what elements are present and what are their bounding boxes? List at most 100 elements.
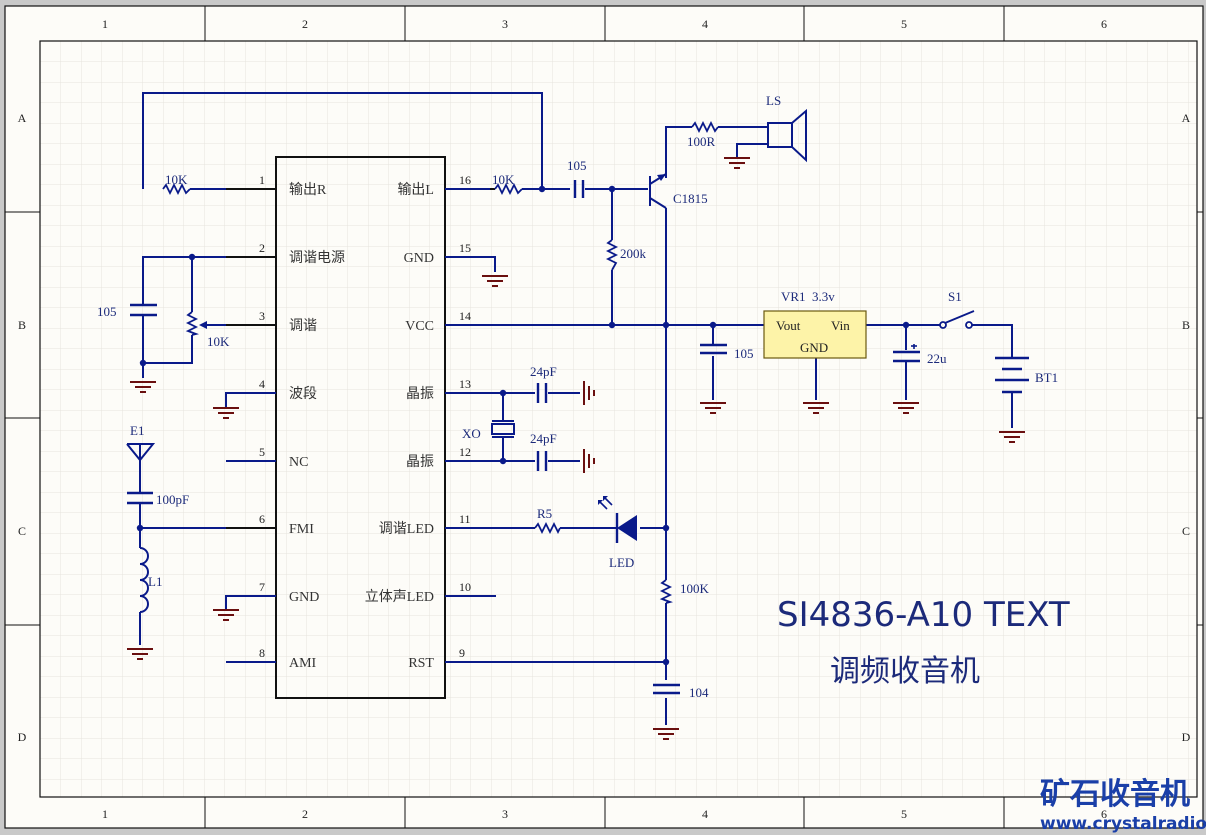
ic-pin-number: 2 — [259, 241, 265, 255]
label-r-reset: 100K — [680, 581, 710, 596]
ic-pin-name: 晶振 — [406, 454, 434, 470]
resistor-r-out-l — [494, 182, 523, 196]
ground-icon — [999, 431, 1025, 443]
zone-column-label: 4 — [702, 807, 708, 821]
ic-pin-number: 11 — [459, 512, 471, 526]
led-diode-icon — [598, 496, 637, 543]
ic-pin-name: 调谐 — [289, 318, 317, 334]
zone-row-label: A — [18, 111, 27, 125]
resistor-r-speaker — [691, 120, 719, 134]
ground-icon — [127, 648, 153, 660]
zone-row-label: D — [1182, 730, 1191, 744]
ic-pin-name: NC — [289, 455, 308, 470]
label-transistor: C1815 — [673, 191, 708, 206]
zone-column-label: 6 — [1101, 17, 1107, 31]
label-c-xtal1: 24pF — [530, 364, 557, 379]
label-r-out-l: 10K — [492, 172, 515, 187]
watermark-url: www.crystalradio.cn — [1040, 814, 1206, 834]
capacitors — [127, 180, 920, 695]
ground-icon — [653, 728, 679, 740]
zone-row-label: C — [18, 524, 26, 538]
label-c-ant: 100pF — [156, 492, 189, 507]
label-regulator: VR1 3.3v — [781, 289, 835, 304]
wires — [139, 92, 1013, 725]
label-crystal: XO — [462, 426, 481, 441]
zone-column-label: 5 — [901, 807, 907, 821]
ic-pin-name: 调谐电源 — [289, 250, 345, 266]
ic-pin-name: AMI — [289, 656, 317, 671]
ic-pin-name: FMI — [289, 522, 314, 537]
label-reg-gnd: GND — [800, 340, 828, 355]
label-reg-vin: Vin — [831, 318, 850, 333]
ic-pin-name: 立体声LED — [365, 589, 434, 605]
ic-pin-number: 12 — [459, 445, 471, 459]
zone-column-label: 3 — [502, 17, 508, 31]
zone-column-label: 2 — [302, 17, 308, 31]
ic-pin-name: GND — [289, 590, 319, 605]
zone-column-label: 1 — [102, 17, 108, 31]
zone-column-label: 5 — [901, 17, 907, 31]
ic-pin-name: 波段 — [289, 386, 317, 402]
regulator-vr1[interactable] — [763, 310, 867, 359]
label-r-bias: 200k — [620, 246, 647, 261]
ic-pin-number: 7 — [259, 580, 265, 594]
battery-bt1 — [995, 356, 1029, 394]
zone-dividers — [5, 6, 1203, 828]
ic-pin-name: 输出L — [397, 182, 434, 198]
ground-icon — [130, 381, 156, 393]
zone-column-label: 2 — [302, 807, 308, 821]
component-labels: 10K 10K 105 200k C1815 100R LS 105 10K E… — [97, 93, 1058, 700]
label-r-led: R5 — [537, 506, 552, 521]
label-reg-vout: Vout — [776, 318, 801, 333]
ground-icon — [583, 381, 595, 405]
schematic-subtitle: 调频收音机 — [830, 654, 980, 689]
label-c-couple: 105 — [567, 158, 587, 173]
ic-pin-name: 调谐LED — [379, 521, 434, 537]
watermark-name: 矿石收音机 — [1040, 777, 1190, 812]
zone-row-label: B — [18, 318, 26, 332]
ground-icon — [213, 609, 239, 621]
switch-s1[interactable] — [939, 310, 975, 329]
resistor-r-reset — [659, 579, 674, 604]
ic-pin-number: 5 — [259, 445, 265, 459]
label-led: LED — [609, 555, 634, 570]
zone-row-label: C — [1182, 524, 1190, 538]
label-antenna: E1 — [130, 423, 144, 438]
ground-icon — [583, 449, 595, 473]
zone-column-label: 6 — [1101, 807, 1107, 821]
resistor-r-out-r — [162, 182, 191, 196]
pin-stubs — [226, 188, 276, 529]
cap-plus-icon — [911, 344, 917, 349]
label-battery: BT1 — [1035, 370, 1058, 385]
emitter-arrow-icon — [657, 174, 666, 181]
ic-pin-name: GND — [404, 251, 434, 266]
label-c-tune: 105 — [97, 304, 117, 319]
ic-pin-number: 1 — [259, 173, 265, 187]
ic-si4836-body[interactable] — [275, 156, 446, 699]
schematic-title: SI4836-A10 TEXT — [777, 595, 1070, 635]
resistor-r-bias — [605, 239, 619, 271]
potentiometer-10k — [185, 311, 200, 336]
ic-pin-number: 8 — [259, 646, 265, 660]
zone-column-label: 4 — [702, 17, 708, 31]
label-r-speaker: 100R — [687, 134, 716, 149]
speaker-icon[interactable] — [767, 108, 807, 163]
ground-icon — [700, 402, 726, 414]
resistor-r-led — [534, 521, 561, 535]
ic-pin-number: 6 — [259, 512, 265, 526]
ic-pin-name: 输出R — [289, 182, 327, 198]
label-inductor: L1 — [148, 574, 162, 589]
label-speaker: LS — [766, 93, 781, 108]
ic-pin-number: 13 — [459, 377, 471, 391]
ground-icon — [213, 407, 239, 419]
junctions — [136, 185, 910, 666]
drawing-area — [39, 40, 1198, 798]
ic-pin-number: 3 — [259, 309, 265, 323]
label-c-vcc: 105 — [734, 346, 754, 361]
crystal-xo — [491, 423, 515, 435]
resistors — [162, 120, 719, 604]
label-switch: S1 — [948, 289, 962, 304]
label-c-reset: 104 — [689, 685, 709, 700]
